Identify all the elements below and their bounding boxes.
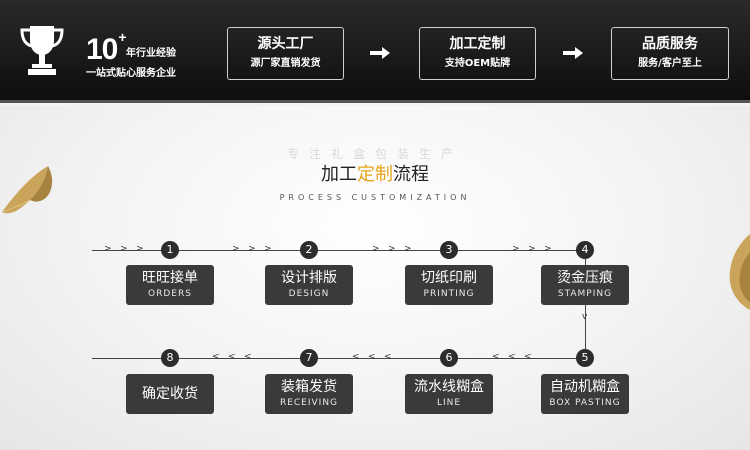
chevron-left-icon: < <box>368 352 376 362</box>
top-banner: 10+ 年行业经验 一站式贴心服务企业 源头工厂 源厂家直销发货 加工定制 支持… <box>0 0 750 103</box>
chevron-left-icon: < <box>352 352 360 362</box>
step-label: 旺旺接单 <box>142 270 198 286</box>
flow-line-bottom <box>92 358 586 359</box>
years-experience-text: 年行业经验 <box>126 48 176 59</box>
chevron-right-icon: > <box>512 244 520 254</box>
badge-subtitle: 服务/客户至上 <box>638 58 702 69</box>
step-printing: 切纸印刷 PRINTING <box>405 265 493 305</box>
chevron-right-icon: > <box>248 244 256 254</box>
step-label: 切纸印刷 <box>421 270 477 286</box>
chevron-right-icon: > <box>404 244 412 254</box>
step-design: 设计排版 DESIGN <box>265 265 353 305</box>
chevron-right-icon: > <box>136 244 144 254</box>
step-label-en: RECEIVING <box>279 398 339 408</box>
company-tagline: 一站式贴心服务企业 <box>86 68 176 79</box>
page-title: 加工定制流程 <box>321 164 429 185</box>
step-number-7: 7 <box>300 349 318 367</box>
badge-subtitle: 支持OEM贴牌 <box>444 58 511 69</box>
step-number-8: 8 <box>161 349 179 367</box>
step-line: 流水线糊盒 LINE <box>405 374 493 414</box>
step-box-pasting: 自动机糊盒 BOX PASTING <box>541 374 629 414</box>
badge-source-factory: 源头工厂 源厂家直销发货 <box>227 27 344 80</box>
chevron-left-icon: < <box>212 352 220 362</box>
arrow-right-icon <box>370 47 390 59</box>
step-label: 装箱发货 <box>281 379 337 395</box>
step-confirm-receipt: 确定收货 <box>126 374 214 414</box>
arrow-right-icon <box>563 47 583 59</box>
page-subtitle: PROCESS CUSTOMIZATION <box>279 193 471 202</box>
chevron-left-icon: < <box>508 352 516 362</box>
gold-ribbon-decoration <box>729 234 750 310</box>
years-number: 10+ <box>86 29 127 66</box>
badge-subtitle: 源厂家直销发货 <box>250 58 321 69</box>
step-number-4: 4 <box>576 241 594 259</box>
badge-title: 品质服务 <box>642 36 698 52</box>
step-number-6: 6 <box>440 349 458 367</box>
step-number-3: 3 <box>440 241 458 259</box>
step-orders: 旺旺接单 ORDERS <box>126 265 214 305</box>
chevron-left-icon: < <box>524 352 532 362</box>
chevron-right-icon: > <box>388 244 396 254</box>
chevron-left-icon: < <box>492 352 500 362</box>
step-number-1: 1 <box>161 241 179 259</box>
step-label: 烫金压痕 <box>557 270 613 286</box>
chevron-right-icon: > <box>232 244 240 254</box>
trophy-icon <box>20 26 64 75</box>
chevron-left-icon: < <box>244 352 252 362</box>
step-label-en: PRINTING <box>423 289 475 299</box>
step-label-en: STAMPING <box>557 289 613 299</box>
step-label: 自动机糊盒 <box>550 379 620 395</box>
chevron-left-icon: < <box>384 352 392 362</box>
watermark-text: 专注礼盒包装生产 <box>286 147 463 161</box>
badge-custom-processing: 加工定制 支持OEM贴牌 <box>419 27 536 80</box>
step-label: 设计排版 <box>281 270 337 286</box>
chevron-right-icon: > <box>264 244 272 254</box>
step-label-en: DESIGN <box>288 289 330 299</box>
step-stamping: 烫金压痕 STAMPING <box>541 265 629 305</box>
gold-ribbon-decoration <box>1 166 53 214</box>
step-number-2: 2 <box>300 241 318 259</box>
chevron-right-icon: > <box>528 244 536 254</box>
step-label-en: LINE <box>436 398 462 408</box>
step-receiving: 装箱发货 RECEIVING <box>265 374 353 414</box>
step-label: 流水线糊盒 <box>414 379 484 395</box>
chevron-right-icon: > <box>372 244 380 254</box>
chevron-right-icon: > <box>120 244 128 254</box>
step-label: 确定收货 <box>142 386 198 402</box>
chevron-right-icon: > <box>104 244 112 254</box>
step-label-en: BOX PASTING <box>549 398 621 408</box>
badge-title: 加工定制 <box>449 36 506 52</box>
badge-quality-service: 品质服务 服务/客户至上 <box>611 27 729 80</box>
flow-line-top <box>92 250 586 251</box>
chevron-right-icon: > <box>544 244 552 254</box>
step-label-en: ORDERS <box>148 289 192 299</box>
badge-title: 源头工厂 <box>257 36 314 52</box>
chevron-left-icon: < <box>228 352 236 362</box>
step-number-5: 5 <box>576 349 594 367</box>
chevron-down-icon: v <box>582 312 588 322</box>
